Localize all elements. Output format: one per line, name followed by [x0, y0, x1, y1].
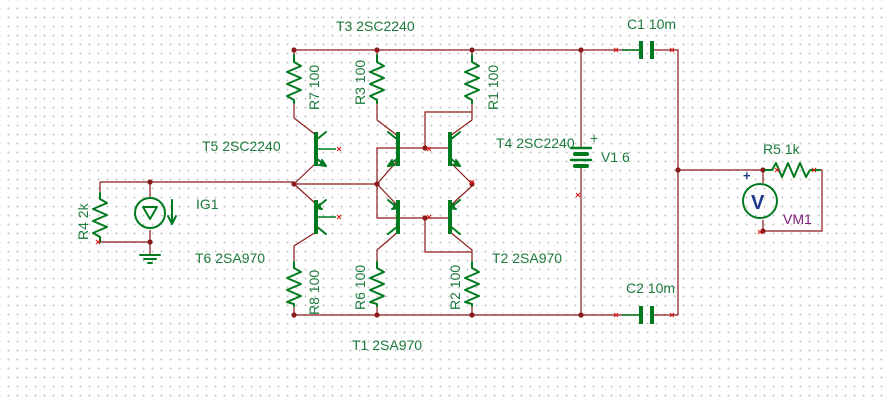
resistor-r5[interactable] — [764, 162, 821, 178]
label-t1: T1 2SA970 — [352, 337, 422, 353]
label-r4: R4 2k — [75, 202, 91, 240]
unconnected-markers — [95, 47, 817, 318]
battery-v1[interactable] — [569, 146, 593, 168]
transistor-t3[interactable] — [387, 131, 400, 167]
transistor-t6[interactable] — [314, 199, 336, 235]
label-vm1: VM1 — [783, 211, 812, 227]
capacitor-c1[interactable] — [622, 41, 654, 59]
battery-plus-sign: + — [590, 130, 598, 146]
voltmeter-symbol: V — [751, 192, 765, 214]
label-r6: R6 100 — [352, 265, 368, 310]
label-t2: T2 2SA970 — [492, 250, 562, 266]
label-c1: C1 10m — [627, 16, 676, 32]
label-r7: R7 100 — [306, 65, 322, 110]
label-r2: R2 100 — [447, 265, 463, 310]
label-t5: T5 2SC2240 — [202, 138, 281, 154]
label-r3: R3 100 — [352, 60, 368, 105]
resistor-r2[interactable] — [464, 261, 480, 307]
label-t3: T3 2SC2240 — [336, 18, 415, 34]
current-source-ig1[interactable] — [134, 197, 177, 229]
voltmeter-plus-sign: + — [743, 168, 751, 183]
labels: T3 2SC2240 C1 10m T5 2SC2240 T4 2SC2240 … — [75, 16, 812, 353]
label-r5: R5 1k — [763, 141, 801, 157]
label-t6: T6 2SA970 — [195, 250, 265, 266]
label-r8: R8 100 — [306, 270, 322, 315]
capacitor-c2[interactable] — [622, 306, 654, 324]
transistor-t5[interactable] — [314, 131, 336, 167]
label-t4: T4 2SC2240 — [496, 135, 575, 151]
resistor-r6[interactable] — [369, 261, 385, 307]
resistor-r4[interactable] — [92, 192, 108, 243]
transistor-t4[interactable] — [448, 131, 461, 167]
label-r1: R1 100 — [485, 65, 501, 110]
label-c2: C2 10m — [626, 280, 675, 296]
transistor-t1[interactable] — [387, 199, 400, 235]
resistor-r1[interactable] — [464, 54, 480, 104]
label-v1: V1 6 — [601, 149, 630, 165]
label-ig1: IG1 — [196, 196, 219, 212]
resistor-r3[interactable] — [369, 54, 385, 104]
voltmeter-vm1[interactable]: V + — [742, 168, 778, 219]
ground-icon — [139, 254, 161, 264]
resistor-r7[interactable] — [286, 54, 302, 104]
resistor-r8[interactable] — [286, 261, 302, 307]
transistor-t2[interactable] — [448, 199, 461, 235]
